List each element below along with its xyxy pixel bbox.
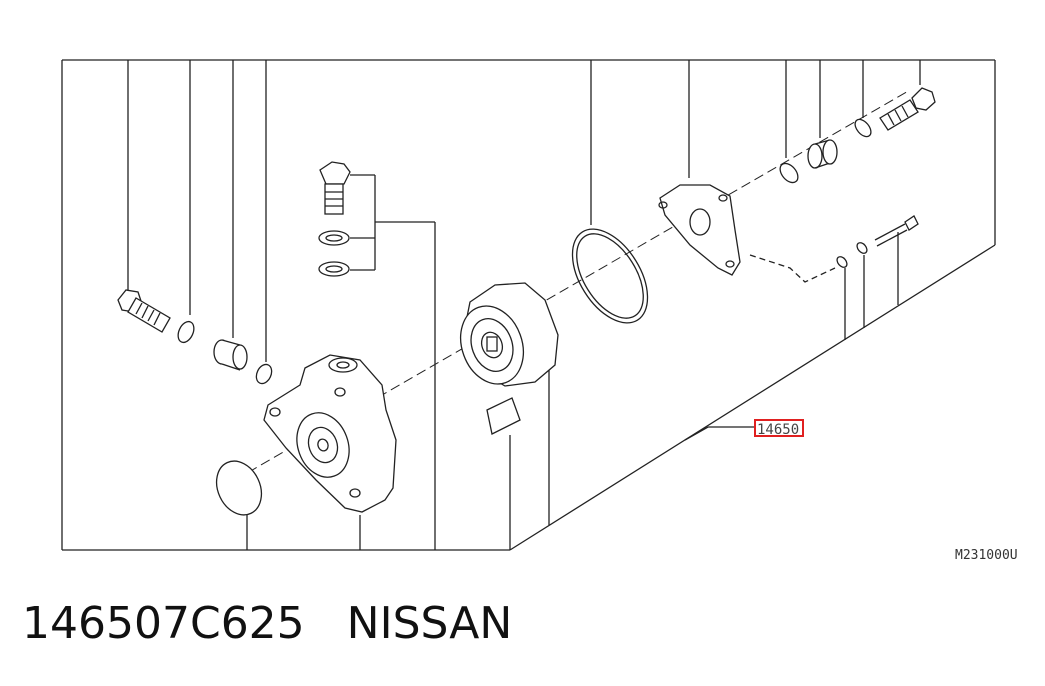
large-o-ring-part — [571, 228, 649, 324]
cap-seal-part — [215, 460, 263, 516]
callout-label: 14650 — [757, 422, 799, 438]
cam-ring-part — [460, 282, 559, 387]
rear-cover-part — [658, 184, 741, 276]
callout-highlight — [754, 419, 804, 437]
small-washer-1-part — [836, 256, 848, 268]
figure-code: M231000U — [955, 548, 1018, 563]
pump-housing-part — [263, 354, 397, 513]
bushing-right-part — [807, 139, 838, 169]
brand-name: NISSAN — [346, 598, 513, 649]
washer-lower-part — [318, 261, 350, 277]
small-screw-part — [874, 215, 919, 247]
part-number: 146507C625 — [22, 598, 305, 649]
bolt-right-part — [879, 87, 936, 131]
part-info-footer: 146507C625 NISSAN — [22, 598, 554, 649]
bolt-vertical-part — [319, 161, 351, 215]
bolt-left-part — [117, 289, 171, 333]
diagram-frame — [61, 59, 996, 551]
vane-block-part — [486, 397, 521, 435]
washer-right-part — [779, 162, 799, 184]
o-ring-left-part — [255, 363, 273, 385]
washer-left-part — [177, 320, 195, 344]
bushing-left-part — [213, 339, 248, 371]
leader-lines — [127, 60, 921, 550]
o-ring-right-part — [854, 118, 872, 138]
washer-upper-part — [318, 230, 350, 246]
small-washer-2-part — [856, 242, 868, 254]
